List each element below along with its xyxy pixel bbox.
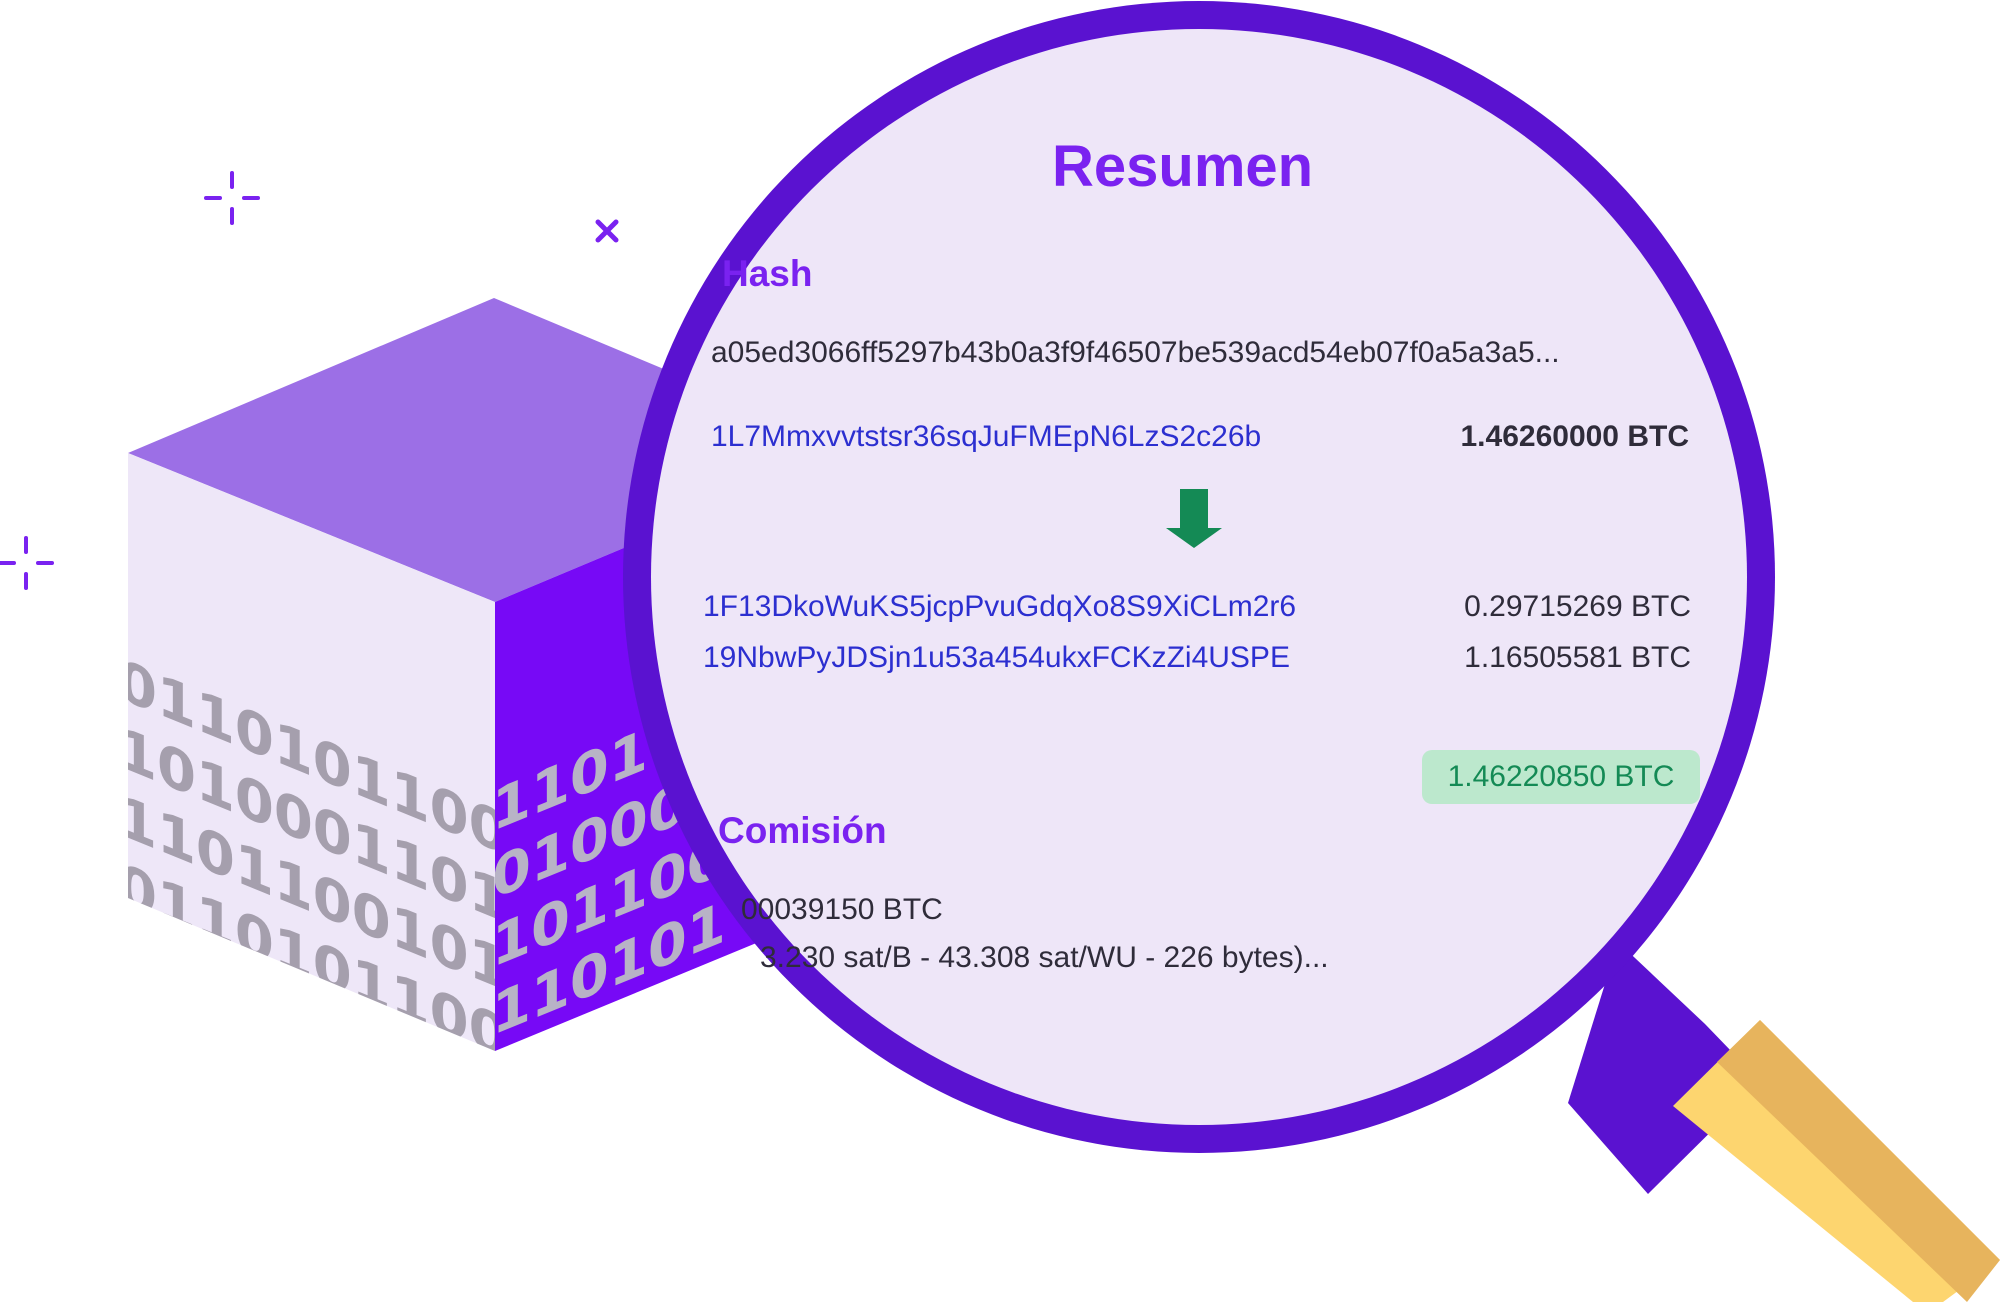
magnifier-handle xyxy=(1568,942,2000,1302)
transaction-hash: a05ed3066ff5297b43b0a3f9f46507be539acd54… xyxy=(711,336,1560,369)
output-amount-2: 1.16505581 BTC xyxy=(1464,641,1691,674)
total-output-badge: 1.46220850 BTC xyxy=(1422,750,1700,804)
x-mark-icon xyxy=(595,219,619,243)
output-address-1[interactable]: 1F13DkoWuKS5jcpPvuGdqXo8S9XiCLm2r6 xyxy=(703,590,1297,623)
binary-pattern-right: 11010 01000. 101100. 110101 xyxy=(495,701,747,1049)
output-amount-1: 0.29715269 BTC xyxy=(1464,590,1691,623)
magnifier-glass xyxy=(651,29,1747,1125)
input-address[interactable]: 1L7Mmxvvtstsr36sqJuFMEpN6LzS2c26b xyxy=(711,420,1262,453)
fee-amount: 00039150 BTC xyxy=(741,893,943,926)
sparkle-icon-left xyxy=(0,536,54,590)
hash-label: Hash xyxy=(722,253,813,294)
page-title: Resumen xyxy=(1052,134,1314,199)
cube-left-face xyxy=(128,453,495,1051)
sparkle-icon-top xyxy=(204,171,260,225)
fee-label: Comisión xyxy=(718,810,887,851)
output-address-2[interactable]: 19NbwPyJDSjn1u53a454ukxFCKzZi4USPE xyxy=(703,641,1290,674)
input-amount: 1.46260000 BTC xyxy=(1460,420,1690,453)
down-arrow-icon xyxy=(1166,489,1222,548)
fee-details: 3.230 sat/B - 43.308 sat/WU - 226 bytes)… xyxy=(760,941,1329,974)
